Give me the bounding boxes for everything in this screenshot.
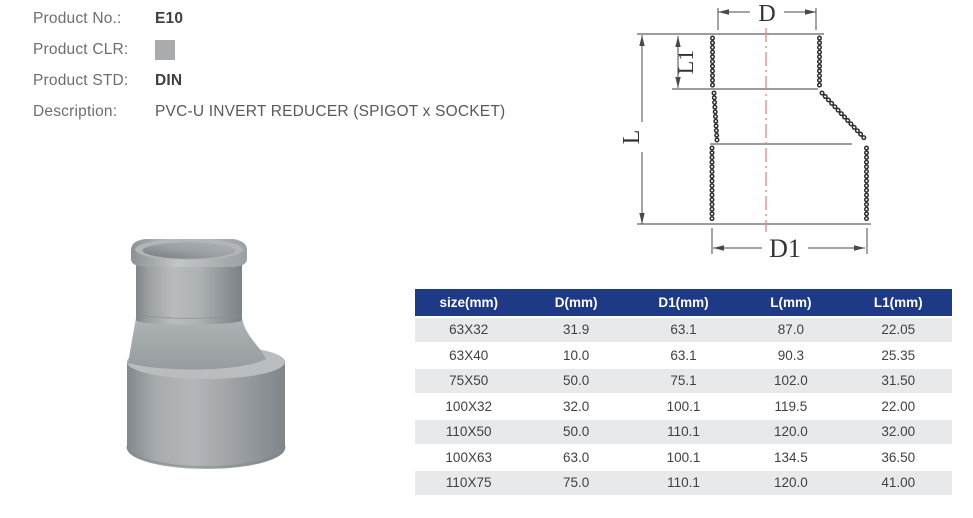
table-cell: 25.35 bbox=[844, 342, 952, 369]
column-header: size(mm) bbox=[439, 295, 498, 310]
render-bottom-edge bbox=[126, 445, 286, 468]
table-cell: 110.1 bbox=[629, 419, 738, 446]
table-cell: 100X63 bbox=[415, 444, 523, 471]
table-cell: 75.0 bbox=[522, 470, 630, 497]
table-cell: 63.1 bbox=[629, 317, 738, 344]
table-cell: 87.0 bbox=[737, 317, 845, 344]
table-cell: 36.50 bbox=[844, 444, 952, 471]
table-cell: 110X75 bbox=[415, 470, 523, 497]
render-cavity bbox=[142, 242, 236, 259]
info-row: Product CLR: bbox=[33, 39, 505, 61]
table-cell: 50.0 bbox=[522, 419, 630, 446]
render-top-tube bbox=[136, 256, 242, 325]
table-cell: 120.0 bbox=[737, 470, 845, 497]
table-cell: 100.1 bbox=[629, 444, 738, 471]
product-photo bbox=[126, 239, 286, 469]
info-label: Product STD: bbox=[33, 72, 129, 89]
table-cell: 31.9 bbox=[522, 317, 630, 344]
dimension-lines bbox=[641, 8, 868, 254]
wall-hatch-outer bbox=[709, 35, 870, 225]
table-cell: 110X50 bbox=[415, 419, 523, 446]
table-cell: 110.1 bbox=[629, 470, 738, 497]
info-value: DIN bbox=[155, 72, 183, 89]
column-header: L(mm) bbox=[770, 295, 812, 310]
table-cell: 63X32 bbox=[415, 317, 523, 344]
info-row: Product STD: DIN bbox=[33, 70, 505, 92]
table-cell: 102.0 bbox=[737, 368, 845, 395]
table-cell: 63.0 bbox=[522, 444, 630, 471]
table-cell: 119.5 bbox=[737, 393, 845, 420]
table-cell: 75X50 bbox=[415, 368, 523, 395]
dim-label-d1: D1 bbox=[769, 234, 801, 263]
render-ring-line bbox=[135, 314, 243, 319]
table-cell: 100.1 bbox=[629, 393, 738, 420]
table-cell: 32.0 bbox=[522, 393, 630, 420]
column-header: D1(mm) bbox=[658, 295, 709, 310]
info-row: Description: PVC-U INVERT REDUCER (SPIGOT… bbox=[33, 101, 505, 123]
table-cell: 31.50 bbox=[844, 368, 952, 395]
info-label: Description: bbox=[33, 103, 118, 120]
table-cell: 63X40 bbox=[415, 342, 523, 369]
table-cell: 75.1 bbox=[629, 368, 738, 395]
spec-table-head-row: size(mm) D(mm) D1(mm) L(mm) L1(mm) bbox=[415, 289, 952, 317]
table-cell: 134.5 bbox=[737, 444, 845, 471]
color-swatch bbox=[155, 40, 175, 60]
info-value: E10 bbox=[155, 10, 184, 27]
table-cell: 90.3 bbox=[737, 342, 845, 369]
render-transition bbox=[128, 318, 266, 370]
table-cell: 50.0 bbox=[522, 368, 630, 395]
column-header: L1(mm) bbox=[873, 295, 923, 310]
dimension-arrows bbox=[639, 9, 865, 251]
table-cell: 10.0 bbox=[522, 342, 630, 369]
table-cell: 120.0 bbox=[737, 419, 845, 446]
column-header: D(mm) bbox=[554, 295, 598, 310]
dim-label-l: L bbox=[619, 130, 645, 145]
info-label: Product CLR: bbox=[33, 41, 129, 58]
dim-label-l1: L1 bbox=[673, 50, 698, 74]
table-cell: 41.00 bbox=[844, 470, 952, 497]
wall-hatch-inner bbox=[711, 37, 868, 223]
table-cell: 63.1 bbox=[629, 342, 738, 369]
technical-drawing: D L1 L D1 bbox=[619, 1, 871, 263]
table-cell: 22.00 bbox=[844, 393, 952, 420]
dim-label-d: D bbox=[758, 1, 775, 27]
table-cell: 100X32 bbox=[415, 393, 523, 420]
table-cell: 32.00 bbox=[844, 419, 952, 446]
info-row: Product No.: E10 bbox=[33, 8, 505, 30]
info-label: Product No.: bbox=[33, 10, 122, 27]
table-cell: 22.05 bbox=[844, 317, 952, 344]
info-value: PVC-U INVERT REDUCER (SPIGOT x SOCKET) bbox=[155, 103, 506, 120]
